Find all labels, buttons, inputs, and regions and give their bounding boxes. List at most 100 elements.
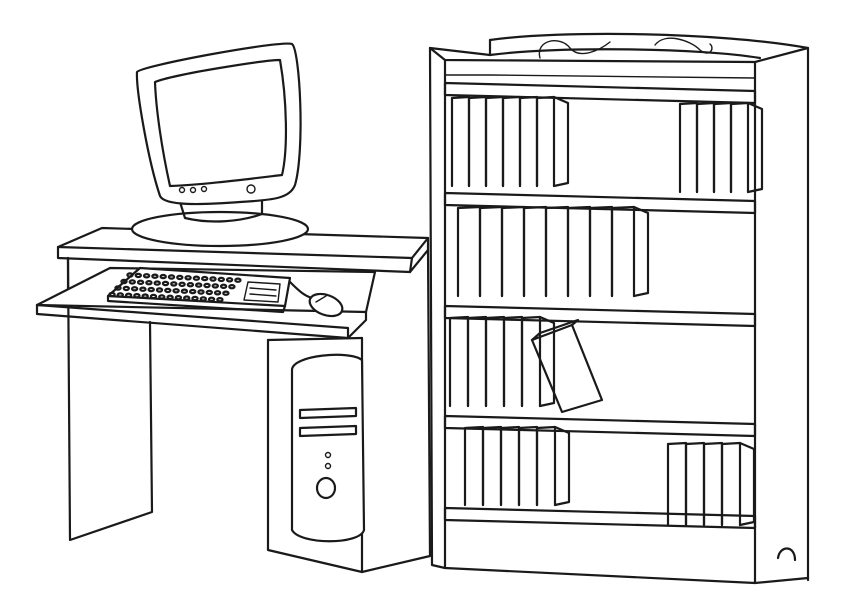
book bbox=[484, 95, 505, 188]
keyboard-key bbox=[161, 280, 170, 287]
book bbox=[666, 441, 688, 527]
shelf-board bbox=[443, 304, 757, 328]
keyboard-key bbox=[180, 288, 189, 294]
book bbox=[544, 205, 570, 298]
keyboard-key bbox=[134, 272, 142, 279]
leaning-book-top bbox=[530, 318, 580, 342]
book bbox=[501, 95, 522, 188]
keyboard-key bbox=[213, 290, 222, 296]
keyboard-key bbox=[178, 281, 186, 287]
keyboard-key bbox=[199, 296, 207, 302]
book bbox=[610, 205, 636, 298]
keyboard-key bbox=[207, 296, 216, 302]
keyboard-key bbox=[116, 292, 125, 298]
book-cover bbox=[553, 425, 571, 507]
book-cover bbox=[738, 441, 756, 527]
book bbox=[702, 441, 724, 527]
keyboard-key bbox=[197, 289, 205, 295]
keyboard-key bbox=[124, 292, 133, 298]
keyboard-key bbox=[172, 288, 180, 294]
book bbox=[463, 425, 485, 507]
book bbox=[502, 315, 524, 408]
keyboard-key bbox=[222, 290, 230, 296]
keyboard-key bbox=[174, 295, 183, 301]
keyboard-key bbox=[167, 274, 176, 280]
keyboard-key bbox=[108, 291, 116, 298]
book bbox=[684, 441, 706, 527]
keyboard-key bbox=[128, 279, 136, 285]
book bbox=[466, 315, 488, 408]
book bbox=[467, 95, 488, 188]
keyboard-key bbox=[145, 280, 153, 286]
keyboard-key bbox=[114, 285, 122, 291]
keyboard-key bbox=[182, 295, 191, 301]
keyboard-key bbox=[205, 289, 213, 296]
keyboard-key bbox=[166, 294, 174, 300]
keyboard-key bbox=[194, 282, 203, 288]
computer-monitor bbox=[130, 42, 310, 248]
book bbox=[535, 425, 557, 507]
keyboard-key bbox=[170, 281, 178, 287]
book-cover bbox=[632, 205, 650, 298]
keyboard-key bbox=[141, 293, 149, 299]
keyboard-key bbox=[211, 283, 219, 289]
keyboard-key bbox=[147, 286, 155, 293]
keyboard-key bbox=[225, 277, 234, 283]
keyboard-key bbox=[151, 273, 159, 279]
keyboard-key bbox=[191, 295, 199, 302]
book bbox=[729, 101, 750, 194]
book bbox=[720, 441, 742, 527]
keyboard-key bbox=[228, 284, 236, 290]
book bbox=[517, 425, 539, 507]
shelf-board bbox=[443, 414, 757, 438]
book bbox=[450, 95, 471, 188]
shelf-board bbox=[443, 506, 757, 530]
book bbox=[499, 425, 521, 507]
keyboard-key bbox=[159, 273, 167, 280]
book bbox=[535, 95, 556, 188]
keyboard-key bbox=[136, 279, 145, 285]
keyboard-key bbox=[216, 297, 224, 303]
book bbox=[518, 95, 539, 188]
keyboard-key bbox=[133, 293, 141, 299]
keyboard-key bbox=[217, 276, 225, 283]
keyboard-key bbox=[158, 294, 166, 300]
book bbox=[588, 205, 614, 298]
book bbox=[500, 205, 526, 298]
shelf-board bbox=[443, 81, 757, 105]
keyboard-key bbox=[153, 280, 161, 286]
keyboard-key bbox=[176, 274, 184, 281]
keyboard-key bbox=[120, 278, 128, 285]
keyboard bbox=[106, 266, 292, 314]
book bbox=[481, 425, 503, 507]
keyboard-key bbox=[142, 273, 151, 279]
book bbox=[484, 315, 506, 408]
keyboard-key bbox=[155, 287, 164, 293]
book bbox=[522, 205, 548, 298]
mouse bbox=[288, 280, 344, 318]
bookshelf bbox=[428, 32, 810, 585]
keyboard-key bbox=[139, 286, 147, 292]
book bbox=[566, 205, 592, 298]
book bbox=[456, 205, 482, 298]
book-cover bbox=[552, 95, 570, 188]
book bbox=[448, 315, 470, 408]
keyboard-key bbox=[126, 272, 134, 278]
keyboard-key bbox=[219, 283, 228, 289]
keyboard-key bbox=[149, 293, 158, 300]
keyboard-key bbox=[234, 277, 242, 283]
book bbox=[478, 205, 504, 298]
book-cover bbox=[746, 101, 764, 194]
keyboard-key bbox=[192, 275, 201, 281]
book-cover bbox=[538, 315, 556, 408]
keyboard-key bbox=[188, 288, 197, 295]
pc-tower bbox=[290, 353, 366, 543]
book bbox=[678, 101, 699, 194]
leaning-book bbox=[530, 323, 604, 414]
keyboard-key bbox=[130, 286, 139, 292]
keyboard-key bbox=[186, 282, 195, 288]
keyboard-key bbox=[122, 285, 131, 292]
book bbox=[520, 315, 542, 408]
shelf-board bbox=[443, 191, 757, 215]
